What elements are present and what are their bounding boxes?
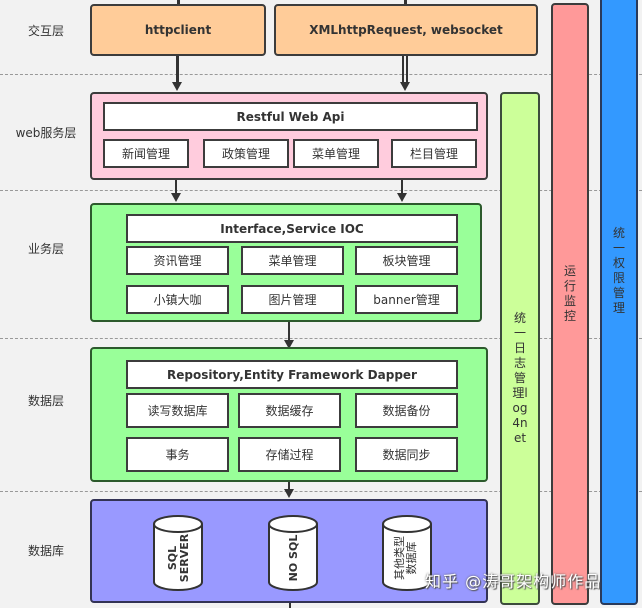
data-item: 存储过程: [238, 437, 341, 472]
web-item: 栏目管理: [391, 139, 477, 168]
xmlhttprequest-box: XMLhttpRequest, websocket: [274, 4, 538, 56]
layer-label-web: web服务层: [15, 126, 77, 140]
data-item: 数据缓存: [238, 393, 341, 428]
arrow: [401, 180, 403, 196]
business-item: 小镇大咖: [126, 285, 229, 314]
db-label: NO SQL: [287, 535, 300, 582]
db-label: SERVER: [178, 533, 191, 582]
restful-web-api: Restful Web Api: [103, 102, 478, 131]
layer-label-database: 数据库: [27, 544, 64, 558]
httpclient-label: httpclient: [144, 23, 212, 37]
layer-label-interaction: 交互层: [27, 24, 64, 38]
arrow: [404, 0, 407, 4]
auth-management-label: 统一权限管理: [612, 226, 625, 315]
business-item: 资讯管理: [126, 246, 229, 275]
arrow: [289, 603, 291, 608]
log-management-bar: 统一日志管理log4net: [500, 92, 540, 605]
business-item: 菜单管理: [241, 246, 344, 275]
arrow: [288, 322, 290, 342]
arrow-head: [284, 489, 294, 498]
web-item: 政策管理: [203, 139, 289, 168]
arrow-head: [171, 193, 181, 202]
db-label: SQL: [166, 546, 179, 570]
watermark: 知乎 @涛哥架构师作品: [425, 572, 602, 591]
runtime-monitor-label: 运行监控: [563, 264, 576, 323]
arrow: [406, 56, 408, 84]
business-item: 图片管理: [241, 285, 344, 314]
business-item: banner管理: [355, 285, 458, 314]
arrow-head: [284, 340, 294, 349]
arrow: [175, 180, 177, 196]
httpclient-box: httpclient: [90, 4, 266, 56]
web-item: 菜单管理: [293, 139, 379, 168]
arrow: [402, 56, 404, 84]
arrow-head: [172, 82, 182, 91]
layer-separator: [0, 74, 642, 75]
layer-separator: [0, 190, 642, 191]
db-label: 其他类型: [392, 536, 406, 580]
data-item: 数据备份: [355, 393, 458, 428]
auth-management-bar: 统一权限管理: [600, 0, 638, 605]
other-database-icon: 其他类型 数据库: [382, 515, 432, 591]
arrow-head: [397, 193, 407, 202]
log-management-label: 统一日志管理log4net: [512, 311, 528, 445]
data-item: 读写数据库: [126, 393, 229, 428]
arrow: [176, 56, 179, 84]
layer-separator: [0, 491, 642, 492]
data-item: 数据同步: [355, 437, 458, 472]
sql-server-database-icon: SQL SERVER: [153, 515, 203, 591]
arrow: [177, 0, 180, 4]
xmlhttprequest-label: XMLhttpRequest, websocket: [309, 23, 503, 37]
interface-service-ioc: Interface,Service IOC: [126, 214, 458, 243]
business-item: 板块管理: [355, 246, 458, 275]
layer-separator: [0, 338, 642, 339]
arrow-head: [400, 82, 410, 91]
data-item: 事务: [126, 437, 229, 472]
repository-ef-dapper: Repository,Entity Framework Dapper: [126, 360, 458, 389]
arrow: [288, 482, 290, 494]
layer-label-business: 业务层: [27, 242, 64, 256]
nosql-database-icon: NO SQL: [268, 515, 318, 591]
db-label: 数据库: [404, 542, 418, 575]
web-item: 新闻管理: [103, 139, 189, 168]
layer-label-data: 数据层: [27, 394, 64, 408]
runtime-monitor-bar: 运行监控: [551, 3, 589, 605]
